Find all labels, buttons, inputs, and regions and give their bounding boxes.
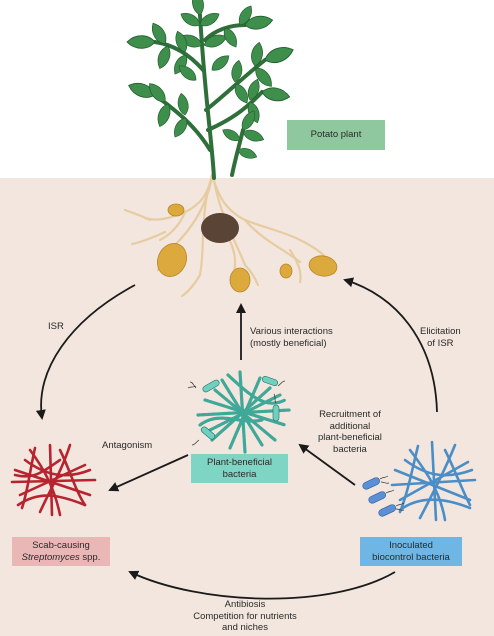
scab-genus-name: Streptomyces xyxy=(21,551,80,563)
isr-arrow xyxy=(35,284,136,420)
elicitation-label: Elicitation of ISR xyxy=(420,326,461,349)
antibiosis-line1: Antibiosis xyxy=(224,599,266,610)
isr-text: ISR xyxy=(48,321,64,332)
recruitment-line3: plant-beneficial xyxy=(318,432,382,443)
antagonism-label: Antagonism xyxy=(102,440,152,452)
antibiosis-arrow xyxy=(128,570,396,600)
recruitment-label: Recruitment of additional plant-benefici… xyxy=(318,409,382,455)
various-interactions-label: Various interactions (mostly beneficial) xyxy=(250,326,333,349)
elicitation-line2: of ISR xyxy=(427,337,454,349)
inoculated-label-line1: Inoculated xyxy=(389,540,433,551)
antibiosis-label: Antibiosis Competition for nutrients and… xyxy=(170,599,320,634)
scab-label-line2: Streptomyces spp. xyxy=(22,552,101,564)
antagonism-text: Antagonism xyxy=(102,440,153,451)
isr-label: ISR xyxy=(48,321,64,333)
inoculated-label-line2: biocontrol bacteria xyxy=(372,551,450,563)
inoculated-biocontrol-box: Inoculated biocontrol bacteria xyxy=(360,537,462,566)
various-interactions-line1: Various interactions xyxy=(250,326,333,337)
antibiosis-line2: Competition for nutrients xyxy=(193,610,297,622)
scab-spp: spp. xyxy=(79,551,101,563)
soil-clump xyxy=(201,213,239,243)
elicitation-arrow xyxy=(343,277,438,413)
recruitment-line1: Recruitment of xyxy=(319,409,381,420)
scab-streptomyces-icon xyxy=(10,443,97,517)
plant-beneficial-box: Plant-beneficial bacteria xyxy=(191,454,288,483)
tubers xyxy=(157,203,338,293)
antibiosis-line3: and niches xyxy=(222,622,268,633)
potato-plant-label: Potato plant xyxy=(310,129,362,141)
antagonism-arrow xyxy=(108,454,189,492)
potato-plant-box: Potato plant xyxy=(287,120,385,150)
scab-label-line1: Scab-causing xyxy=(32,540,90,551)
plant-beneficial-label-line2: bacteria xyxy=(222,468,257,480)
potato-plant-icon xyxy=(123,0,338,298)
various-interactions-line2: (mostly beneficial) xyxy=(250,337,327,349)
elicitation-line1: Elicitation xyxy=(420,326,461,337)
interaction-arrows xyxy=(35,277,438,600)
scab-streptomyces-box: Scab-causing Streptomyces spp. xyxy=(12,537,110,566)
recruitment-arrow xyxy=(298,443,356,486)
plant-beneficial-bacteria-icon xyxy=(187,370,292,454)
biocontrol-bacteria-icon xyxy=(362,440,477,522)
plant-beneficial-label-line1: Plant-beneficial xyxy=(207,457,272,468)
recruitment-line2: additional xyxy=(329,420,371,432)
recruitment-line4: bacteria xyxy=(333,443,367,455)
